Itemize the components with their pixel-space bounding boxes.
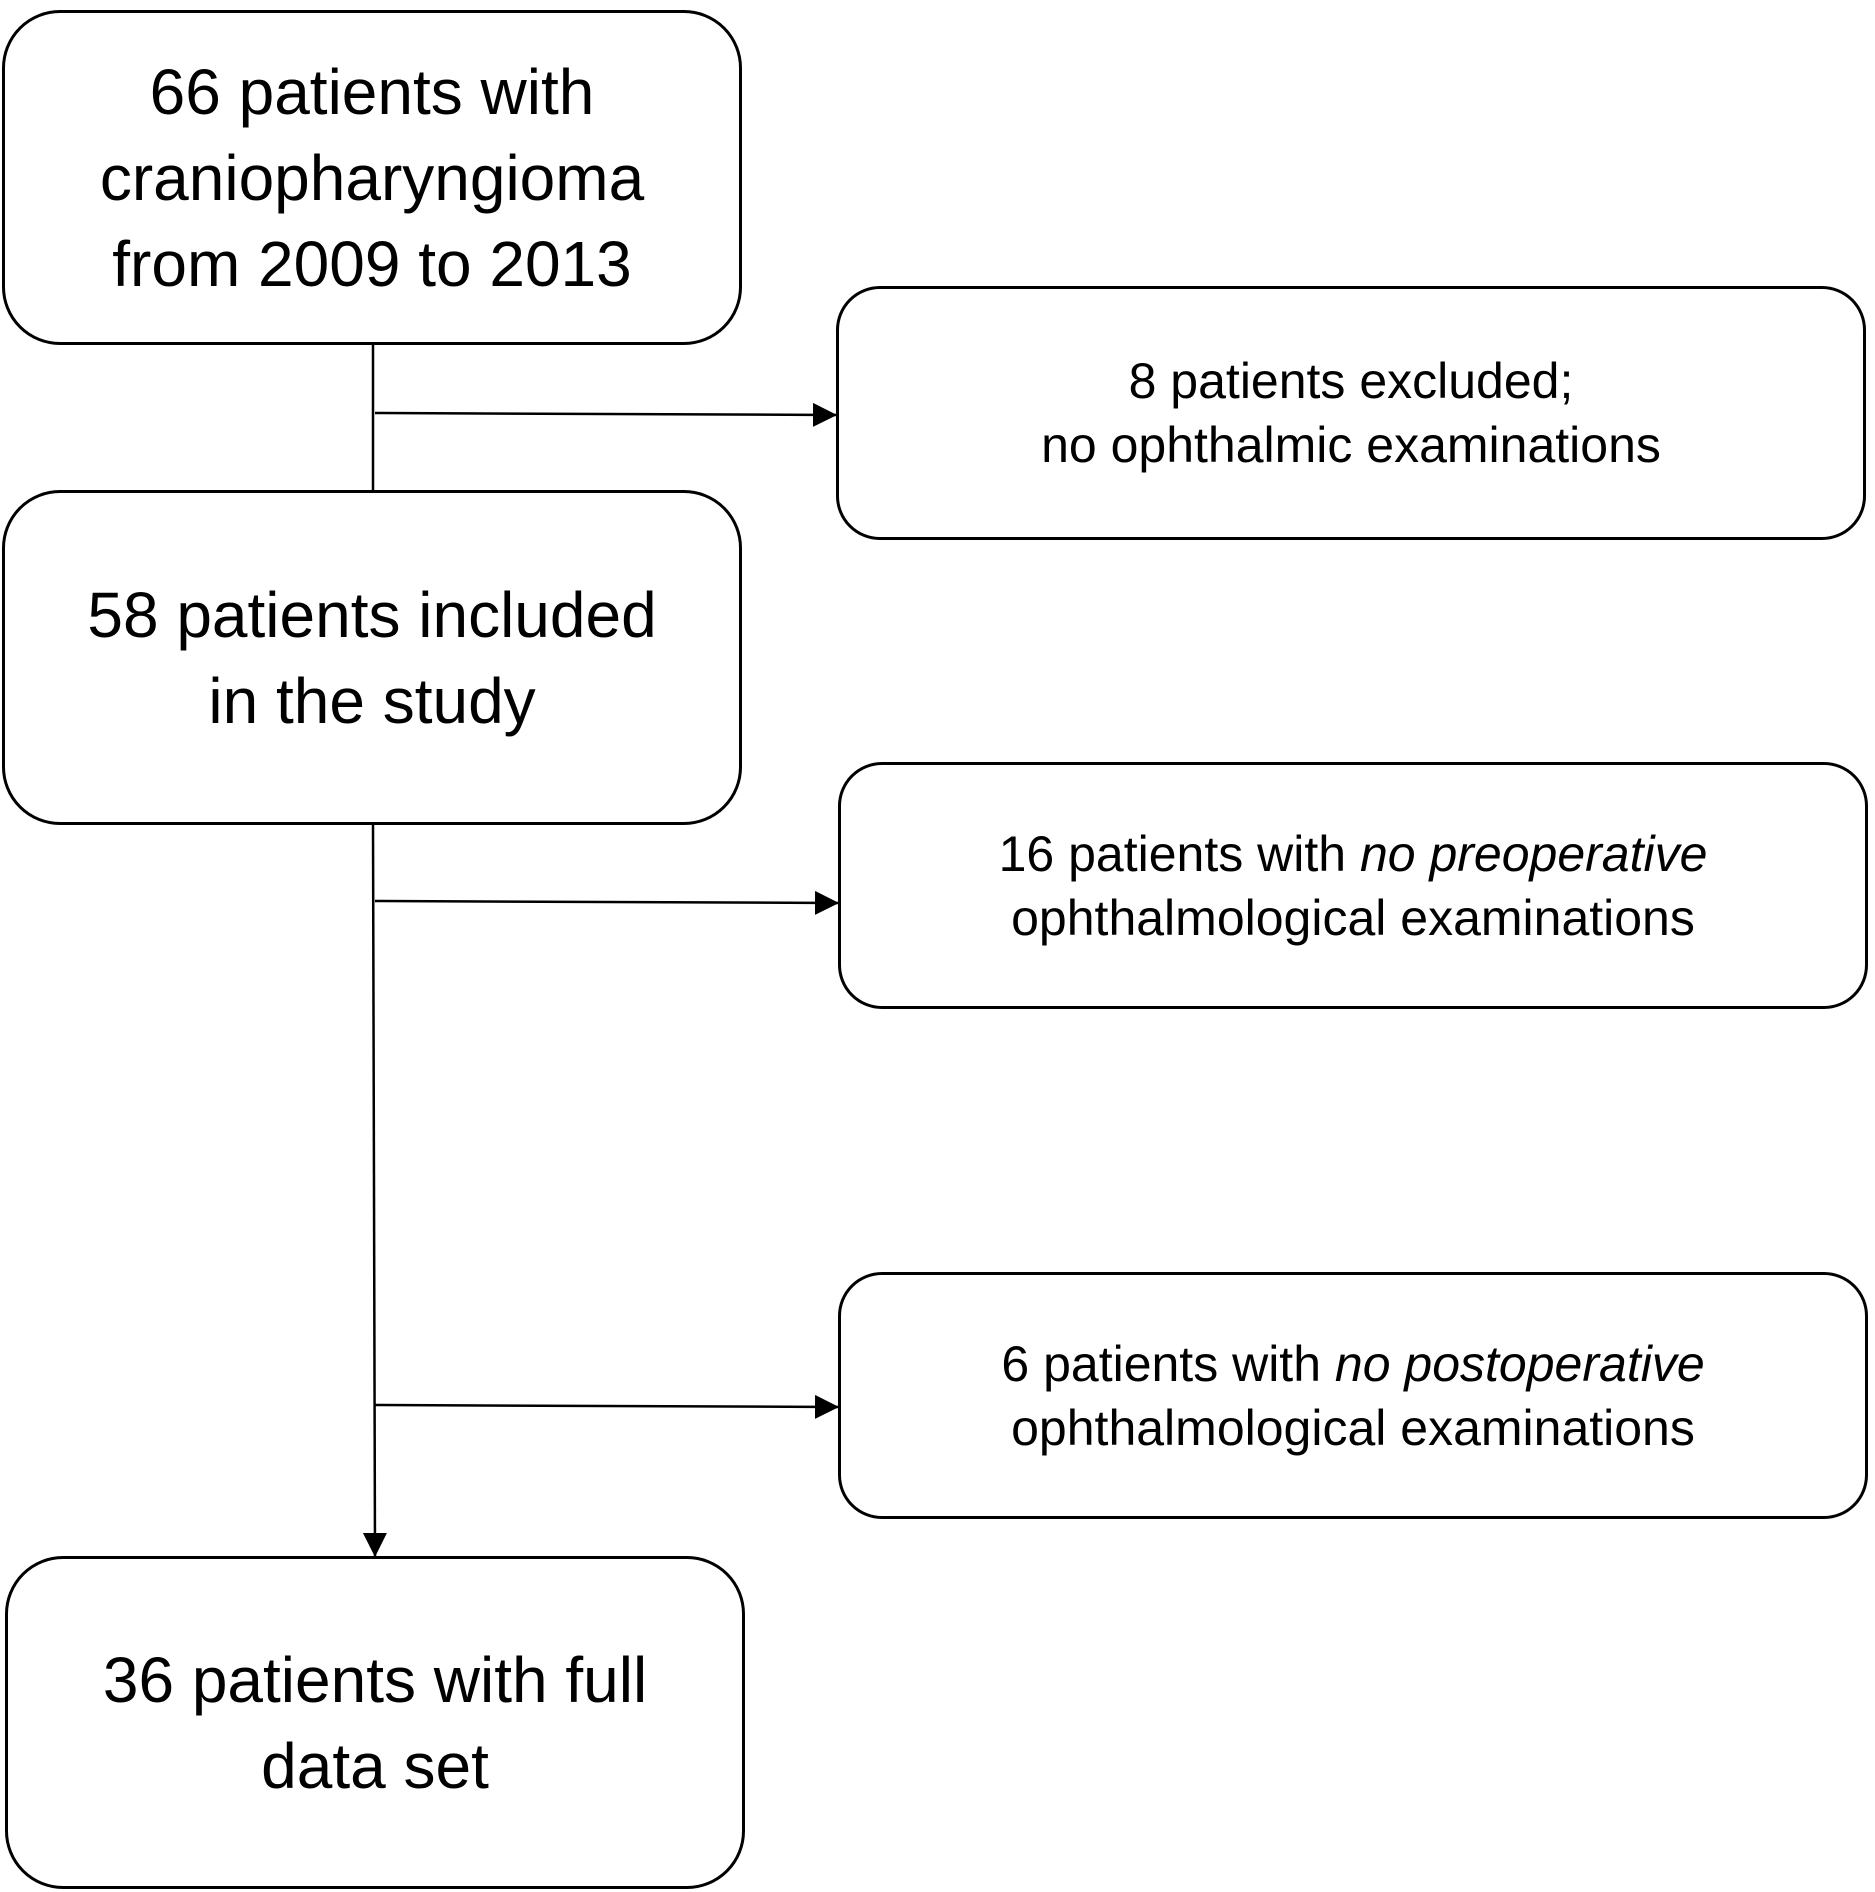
- exclusion-2-line-1-prefix: 16 patients with: [998, 825, 1347, 882]
- start-cohort-line-3: from 2009 to 2013: [112, 227, 632, 300]
- exclusion-box-3: 6 patients with no postoperative ophthal…: [838, 1272, 1868, 1519]
- exclusion-3-line-1-italic: no postoperative: [1334, 1335, 1705, 1392]
- exclusion-2-line-1-italic: no preoperative: [1359, 825, 1708, 882]
- exclusion-3-line-2: ophthalmological examinations: [1011, 1399, 1695, 1456]
- included-cohort-line-1: 58 patients included: [87, 578, 657, 651]
- included-cohort-box: 58 patients included in the study: [2, 490, 742, 825]
- exclusion-1-line-2: no ophthalmic examinations: [1041, 417, 1661, 473]
- exclusion-3-line-1: 6 patients with no postoperative: [1001, 1332, 1704, 1396]
- final-cohort-line-2: data set: [261, 1729, 489, 1802]
- exclusion-2-line-2: ophthalmological examinations: [1011, 889, 1695, 946]
- start-cohort-line-1: 66 patients with: [149, 55, 595, 128]
- exclusion-box-1: 8 patients excluded; no ophthalmic exami…: [836, 286, 1866, 540]
- exclusion-box-2: 16 patients with no preoperative ophthal…: [838, 762, 1868, 1009]
- start-cohort-box: 66 patients with craniopharyngioma from …: [2, 10, 742, 345]
- exclusion-3-line-1-prefix: 6 patients with: [1001, 1335, 1322, 1392]
- final-cohort-box: 36 patients with full data set: [5, 1556, 745, 1889]
- exclusion-1-line-1: 8 patients excluded;: [1128, 353, 1574, 409]
- final-cohort-line-1: 36 patients with full: [102, 1643, 648, 1716]
- arrow-to-exclusion-3: [374, 1394, 839, 1419]
- connector-included-to-final: [362, 824, 387, 1557]
- included-cohort-line-2: in the study: [208, 664, 536, 737]
- exclusion-2-line-1: 16 patients with no preoperative: [999, 822, 1708, 886]
- start-cohort-line-2: craniopharyngioma: [99, 141, 645, 214]
- arrow-to-exclusion-1: [374, 402, 837, 427]
- arrow-to-exclusion-2: [374, 890, 839, 915]
